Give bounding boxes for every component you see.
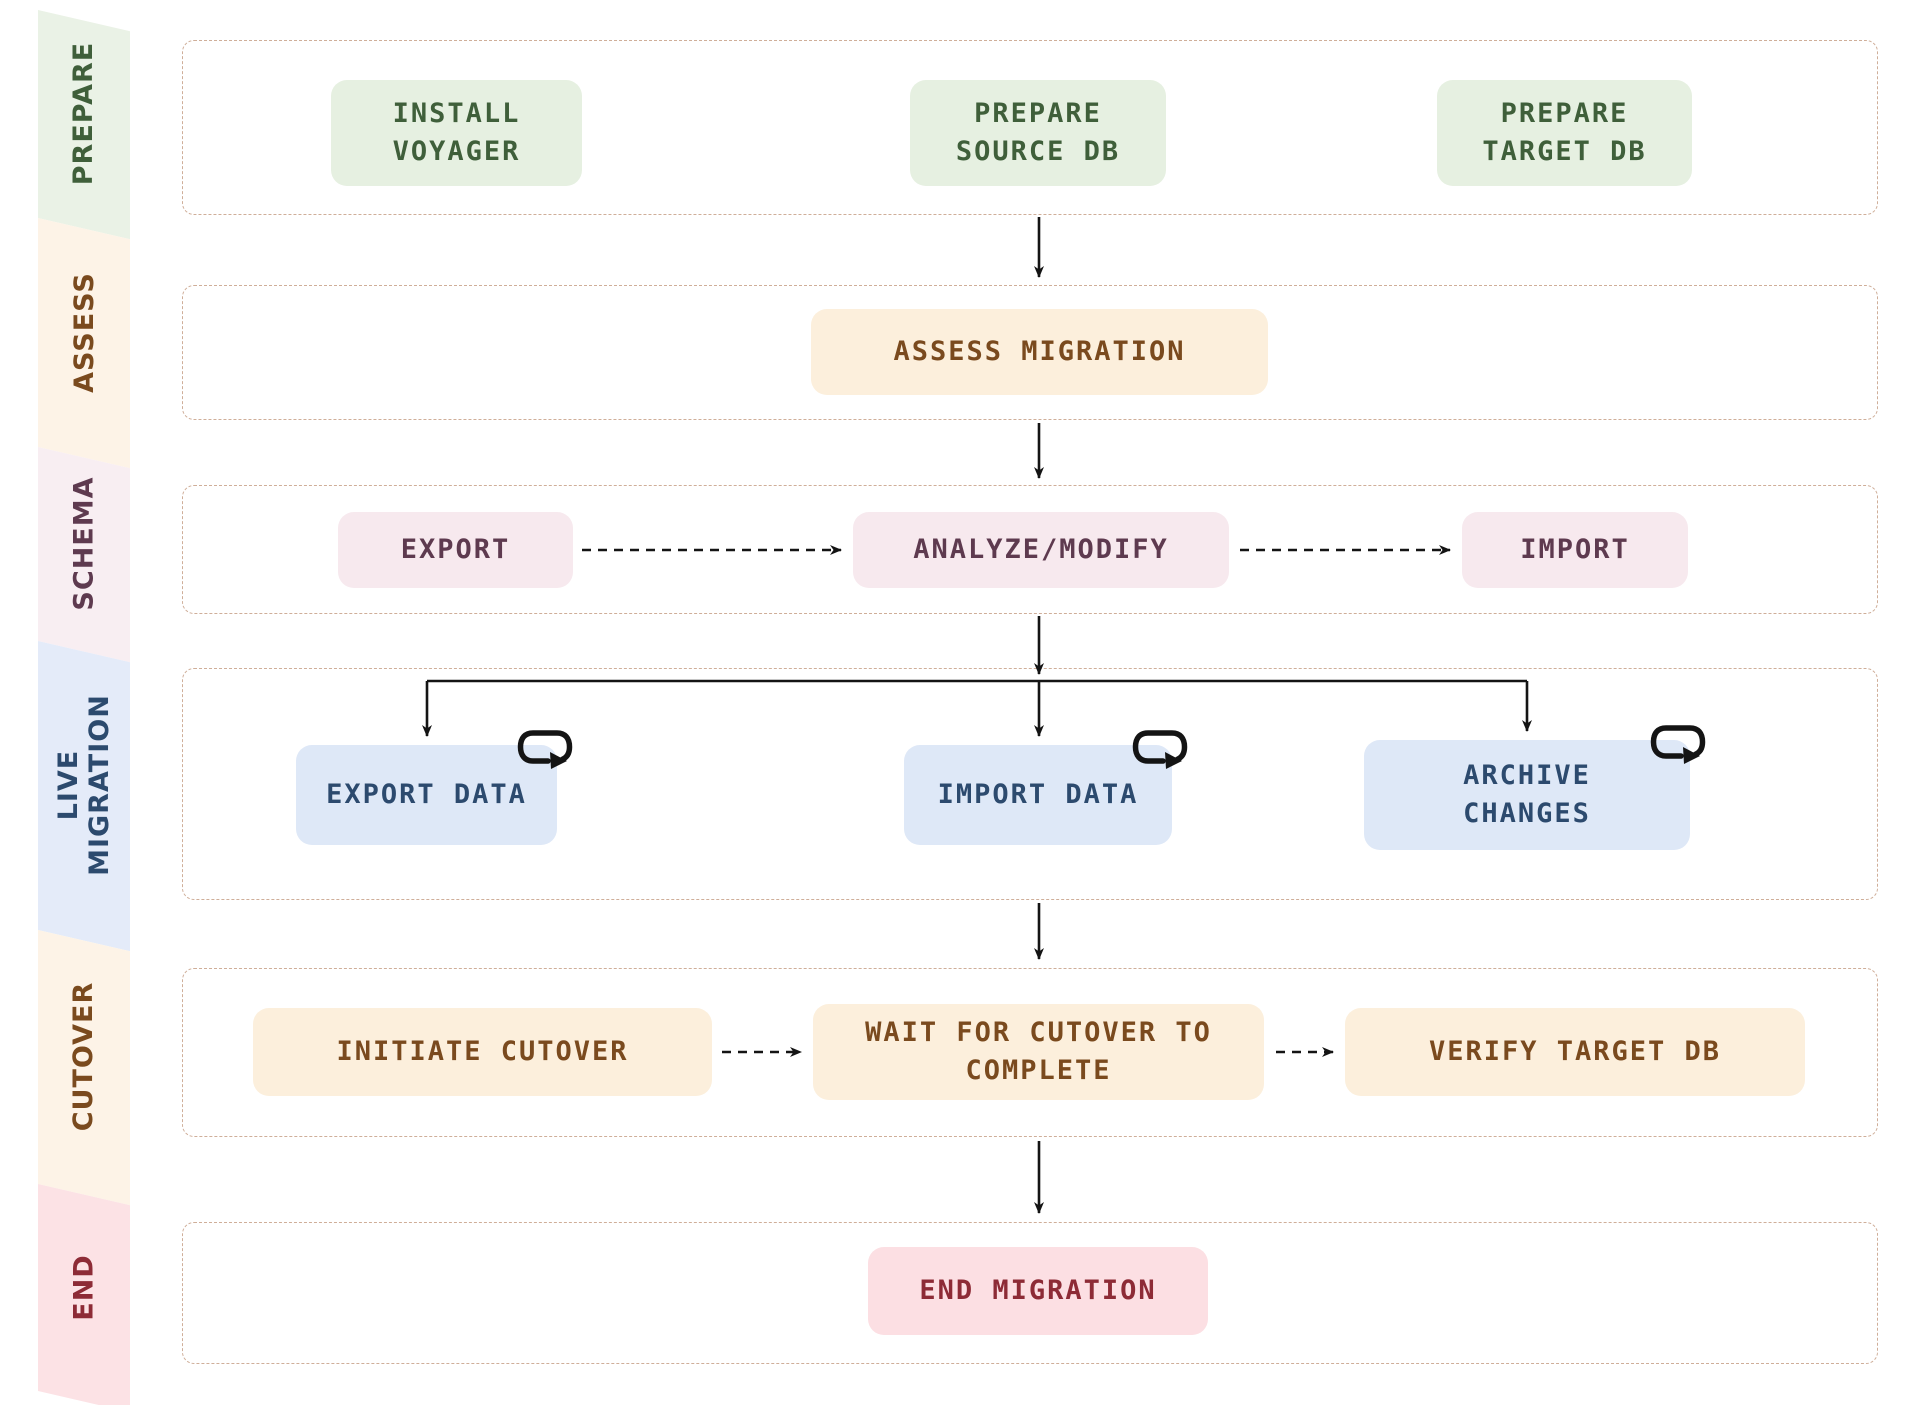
step-assess-migration: ASSESS MIGRATION xyxy=(811,309,1268,395)
phase-label-cutover: CUTOVER xyxy=(68,982,100,1132)
step-export-schema: EXPORT xyxy=(338,512,573,588)
repeat-loop-icon xyxy=(1132,730,1188,769)
phase-band-end: END xyxy=(38,1184,130,1405)
phase-band-schema: SCHEMA xyxy=(38,447,130,663)
repeat-loop-icon xyxy=(517,730,573,769)
phase-band-live-migration: LIVE MIGRATION xyxy=(38,641,130,952)
phase-label-assess: ASSESS xyxy=(68,272,100,393)
repeat-loop-icon xyxy=(1650,725,1706,764)
step-archive-changes: ARCHIVE CHANGES xyxy=(1364,725,1706,850)
phase-band-assess: ASSESS xyxy=(38,218,130,469)
step-export-data: EXPORT DATA xyxy=(296,730,573,845)
phase-band-prepare: PREPARE xyxy=(38,10,130,240)
step-import-schema: IMPORT xyxy=(1462,512,1688,588)
step-wait-for-cutover: WAIT FOR CUTOVER TO COMPLETE xyxy=(813,1004,1264,1100)
phase-band-cutover: CUTOVER xyxy=(38,930,130,1206)
phase-label-live-migration: LIVE MIGRATION xyxy=(52,694,115,877)
step-initiate-cutover: INITIATE CUTOVER xyxy=(253,1008,712,1096)
phase-label-prepare: PREPARE xyxy=(68,42,100,186)
phase-label-end: END xyxy=(68,1254,100,1321)
step-verify-target-db: VERIFY TARGET DB xyxy=(1345,1008,1805,1096)
step-import-data: IMPORT DATA xyxy=(904,730,1188,845)
step-prepare-source-db: PREPARE SOURCE DB xyxy=(910,80,1166,186)
step-end-migration: END MIGRATION xyxy=(868,1247,1208,1335)
step-prepare-target-db: PREPARE TARGET DB xyxy=(1437,80,1692,186)
step-analyze-modify-schema: ANALYZE/MODIFY xyxy=(853,512,1229,588)
phase-label-schema: SCHEMA xyxy=(68,476,100,612)
step-install-voyager: INSTALL VOYAGER xyxy=(331,80,582,186)
